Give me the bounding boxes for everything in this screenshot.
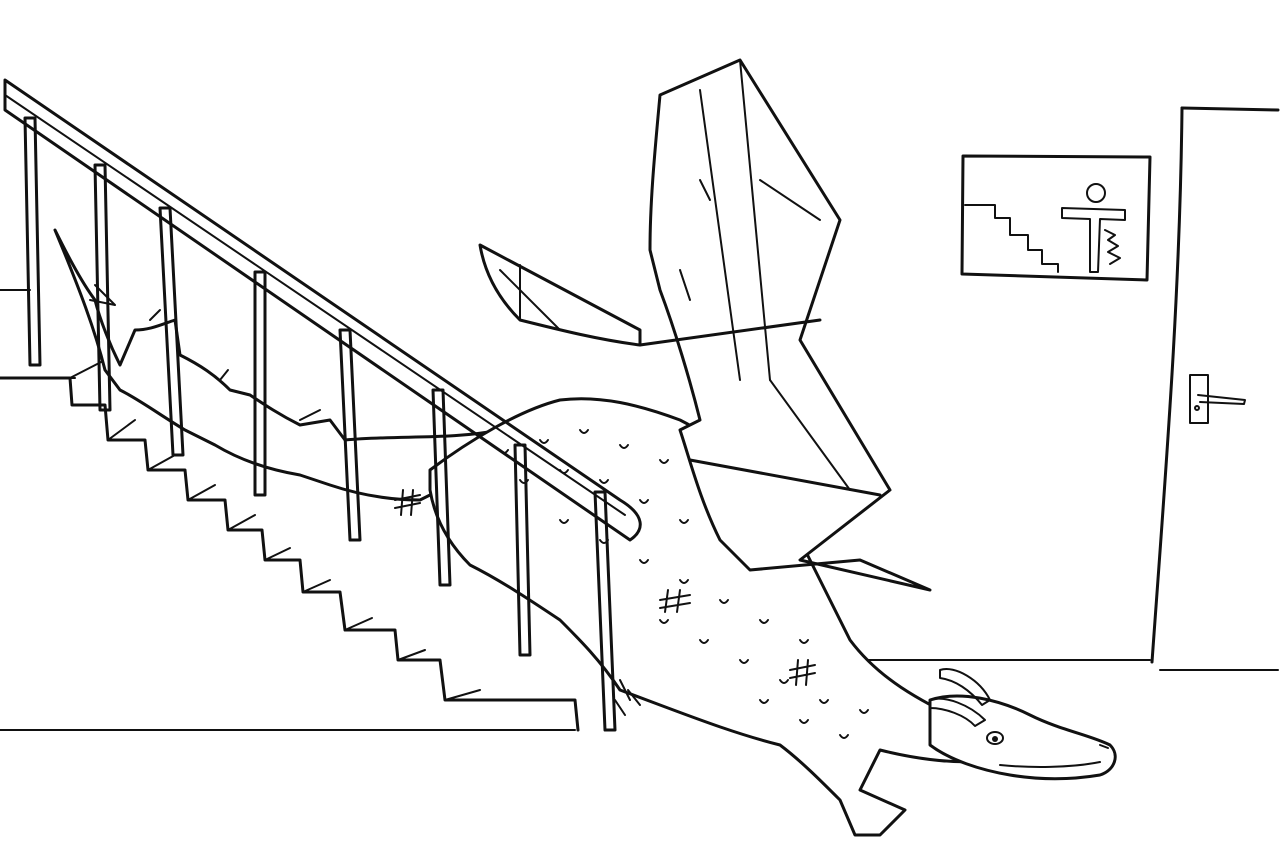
stairs-person-sign-icon (960, 154, 1152, 282)
door (1150, 106, 1280, 664)
dragon-front-claw (614, 679, 641, 716)
staircase-steps (0, 359, 580, 732)
dragon-wing-front (638, 58, 932, 592)
dragon-wing-back (478, 243, 642, 347)
dragon-body (394, 397, 1002, 837)
dragon-head (928, 668, 1117, 781)
door-handle-icon (1189, 374, 1246, 424)
balusters (23, 116, 617, 732)
